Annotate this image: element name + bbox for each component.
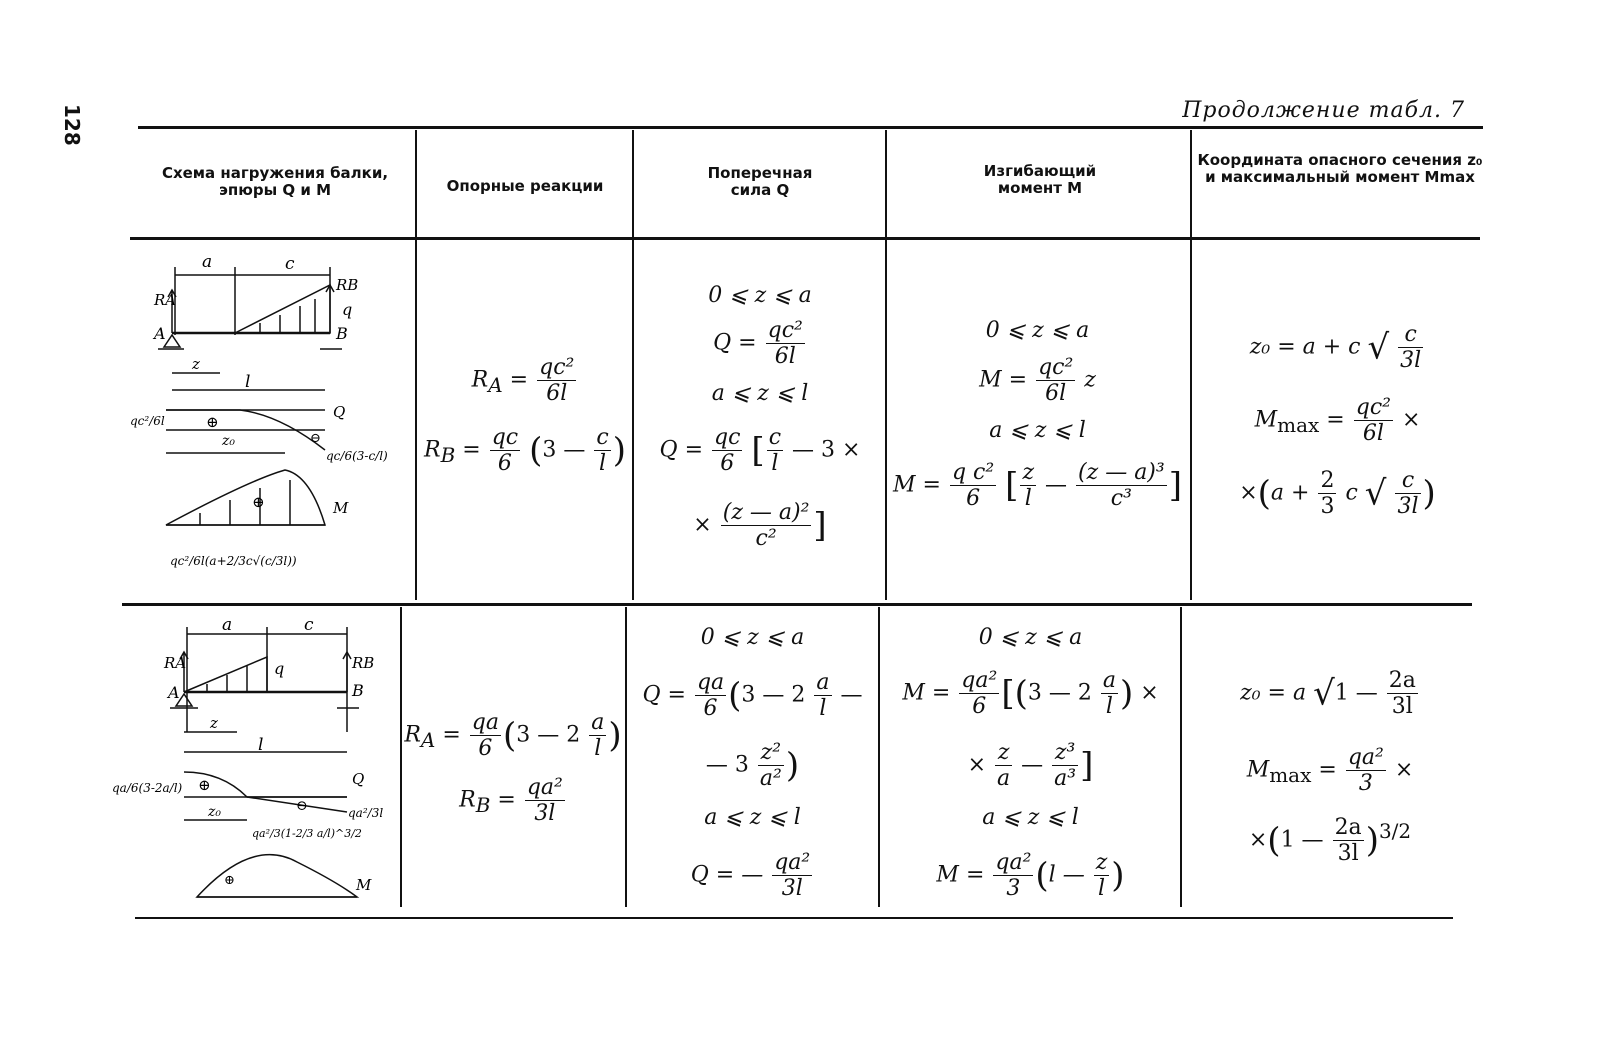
row2-shear-range1: 0 ⩽ z ⩽ a xyxy=(700,625,805,650)
row2-label-l: l xyxy=(258,735,263,755)
row2-label-z: z xyxy=(209,714,218,732)
table-bottom-rule xyxy=(135,917,1453,919)
row1-label-ra: RA xyxy=(153,291,176,309)
row2-right-q-value: qa²/3l xyxy=(348,806,383,820)
row2-moment-range2: a ⩽ z ⩽ l xyxy=(982,805,1079,830)
row2-minus-q: ⊖ xyxy=(296,798,308,814)
row2-moment-range1: 0 ⩽ z ⩽ a xyxy=(978,625,1083,650)
row2-label-A: A xyxy=(166,683,180,702)
row2-mmax-value: qa²/3(1-2/3 a/l)^3/2 xyxy=(252,827,362,840)
row1-label-z0: z₀ xyxy=(221,433,235,449)
row1-shear-range1: 0 ⩽ z ⩽ a xyxy=(708,283,812,308)
row2-label-c: c xyxy=(304,615,314,635)
row1-label-l: l xyxy=(245,372,250,392)
row1-label-c: c xyxy=(285,254,295,274)
row2-label-a: a xyxy=(222,615,232,635)
row1-label-q: q xyxy=(342,300,352,319)
row1-label-z: z xyxy=(191,355,200,373)
row2-label-M: M xyxy=(355,876,372,894)
row2-shear-range2: a ⩽ z ⩽ l xyxy=(704,805,801,830)
row1-minus-q: ⊖ xyxy=(310,431,321,446)
row2-beam-diagram: a c RA RB q A B z l z₀ Q M ⊕ ⊖ ⊕ qa/6(3-… xyxy=(112,615,383,898)
row1-shear-range2: a ⩽ z ⩽ l xyxy=(711,381,809,406)
column-divider-3 xyxy=(885,130,887,600)
row1-label-rb: RB xyxy=(335,276,358,294)
row2-label-q: q xyxy=(274,659,284,678)
row2-label-B: B xyxy=(351,681,364,700)
row1-label-a: a xyxy=(202,252,212,272)
row1-label-A: A xyxy=(152,324,166,343)
header-reactions: Опорные реакции xyxy=(446,177,604,195)
column-divider-4b xyxy=(1180,607,1182,907)
row2-label-z0: z₀ xyxy=(207,804,221,820)
row2-label-ra: RA xyxy=(163,654,186,672)
row1-beam-diagram: a c RA RB q A B z l z₀ Q M ⊕ ⊖ ⊕ qc²/6l … xyxy=(130,252,388,568)
header-zero: Координата опасного сечения z₀ и максима… xyxy=(1197,151,1483,186)
header-scheme: Схема нагружения балки, эпюры Q и M xyxy=(161,164,389,199)
row1-label-B: B xyxy=(335,324,348,343)
column-divider-3b xyxy=(878,607,880,907)
row1-right-q-value: qc/6(3-c/l) xyxy=(326,449,388,463)
row2-plus-m: ⊕ xyxy=(224,873,235,888)
row2-plus-q: ⊕ xyxy=(198,776,211,794)
row1-mmax-value: qc²/6l(a+2/3c√(c/3l)) xyxy=(170,554,297,568)
header-shear: Поперечная сила Q xyxy=(707,164,813,199)
row1-moment-range1: 0 ⩽ z ⩽ a xyxy=(985,318,1090,343)
row1-plus-q: ⊕ xyxy=(206,413,219,431)
row1-plus-m: ⊕ xyxy=(252,493,265,511)
row1-moment-range2: a ⩽ z ⩽ l xyxy=(989,418,1086,443)
continuation-caption: Продолжение табл. 7 xyxy=(1182,98,1465,123)
row1-label-Q: Q xyxy=(333,403,345,421)
column-divider-1b xyxy=(400,607,402,907)
table-top-rule xyxy=(138,126,1483,129)
header-bottom-rule xyxy=(130,237,1480,240)
row1-label-M: M xyxy=(332,499,349,517)
column-divider-4 xyxy=(1190,130,1192,600)
header-moment: Изгибающий момент M xyxy=(983,162,1097,197)
column-divider-2 xyxy=(632,130,634,600)
row1-left-q-value: qc²/6l xyxy=(130,414,165,428)
page-number: 128 xyxy=(60,104,84,146)
column-divider-2b xyxy=(625,607,627,907)
column-divider-1 xyxy=(415,130,417,600)
row2-label-rb: RB xyxy=(351,654,374,672)
row2-label-Q: Q xyxy=(352,770,364,788)
row2-left-q-value: qa/6(3-2a/l) xyxy=(112,781,183,795)
row-separator-rule xyxy=(122,603,1472,606)
